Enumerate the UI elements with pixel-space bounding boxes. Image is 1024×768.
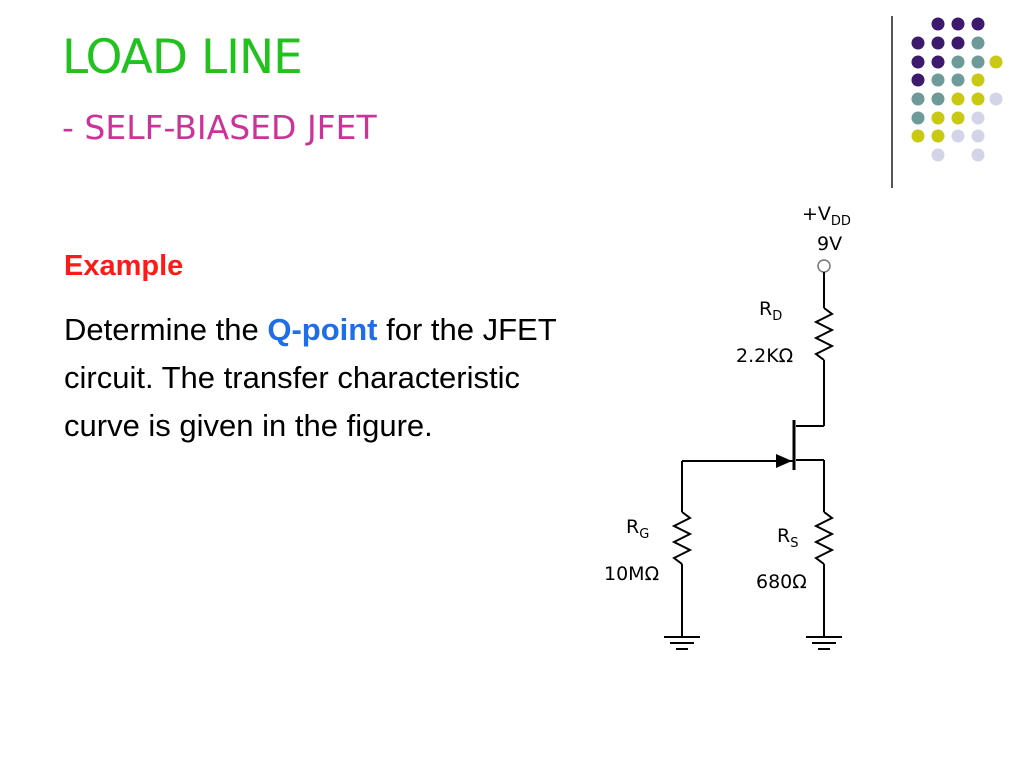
rg-value: 10MΩ (604, 563, 659, 585)
vdd-terminal (817, 259, 831, 273)
decorative-dot (971, 17, 985, 31)
problem-text: Determine the Q-point for the JFET circu… (64, 306, 584, 450)
decorative-dot (911, 73, 925, 87)
decorative-dot (911, 129, 925, 143)
rd-resistor (813, 307, 835, 361)
decorative-dot (971, 92, 985, 106)
vdd-label: +VDD (802, 203, 851, 229)
decorative-dot (971, 148, 985, 162)
q-point-highlight: Q-point (267, 312, 378, 347)
decorative-dot (951, 111, 965, 125)
slide-subtitle: - SELF-BIASED JFET (62, 108, 377, 147)
rg-resistor (671, 511, 693, 565)
rd-label: RD (759, 298, 782, 324)
rs-resistor (813, 511, 835, 565)
decorative-dot (911, 36, 925, 50)
decorative-dot (951, 55, 965, 69)
decorative-dot (931, 36, 945, 50)
decorative-dot (931, 92, 945, 106)
decorative-dot (971, 129, 985, 143)
jfet-circuit-diagram: +VDD 9V RD 2.2KΩ RG 10MΩ RS 680Ω (604, 203, 851, 650)
decorative-dot (989, 92, 1003, 106)
problem-text-start: Determine the (64, 312, 268, 347)
decorative-dot (911, 55, 925, 69)
decorative-dot (911, 92, 925, 106)
ground-right-icon (806, 636, 842, 650)
decorative-dot (931, 73, 945, 87)
problem-text-end: for the JFET circuit. The transfer chara… (64, 312, 557, 443)
decorative-dot (971, 73, 985, 87)
example-heading: Example (64, 250, 184, 282)
slide-title: LOAD LINE (62, 30, 303, 85)
decorative-dot (931, 17, 945, 31)
decorative-dot (931, 129, 945, 143)
rs-value: 680Ω (756, 571, 807, 593)
decorative-dot (931, 55, 945, 69)
decorative-dot (951, 36, 965, 50)
decorative-dot (971, 55, 985, 69)
decorative-dot (971, 36, 985, 50)
decorative-dot (951, 129, 965, 143)
rd-value: 2.2KΩ (736, 345, 793, 367)
decorative-dot (989, 55, 1003, 69)
decorative-dot (971, 111, 985, 125)
decorative-dot (951, 17, 965, 31)
gate-arrow-icon (776, 454, 792, 468)
decorative-dot (911, 111, 925, 125)
vdd-value: 9V (817, 233, 842, 255)
rg-label: RG (626, 516, 649, 542)
ground-left-icon (664, 636, 700, 650)
decorative-dot (951, 92, 965, 106)
decorative-dot (931, 148, 945, 162)
decorative-dot (951, 73, 965, 87)
decorative-dot-grid (911, 17, 1003, 162)
divider-line (891, 16, 893, 188)
decorative-dot (931, 111, 945, 125)
rs-label: RS (777, 525, 798, 551)
